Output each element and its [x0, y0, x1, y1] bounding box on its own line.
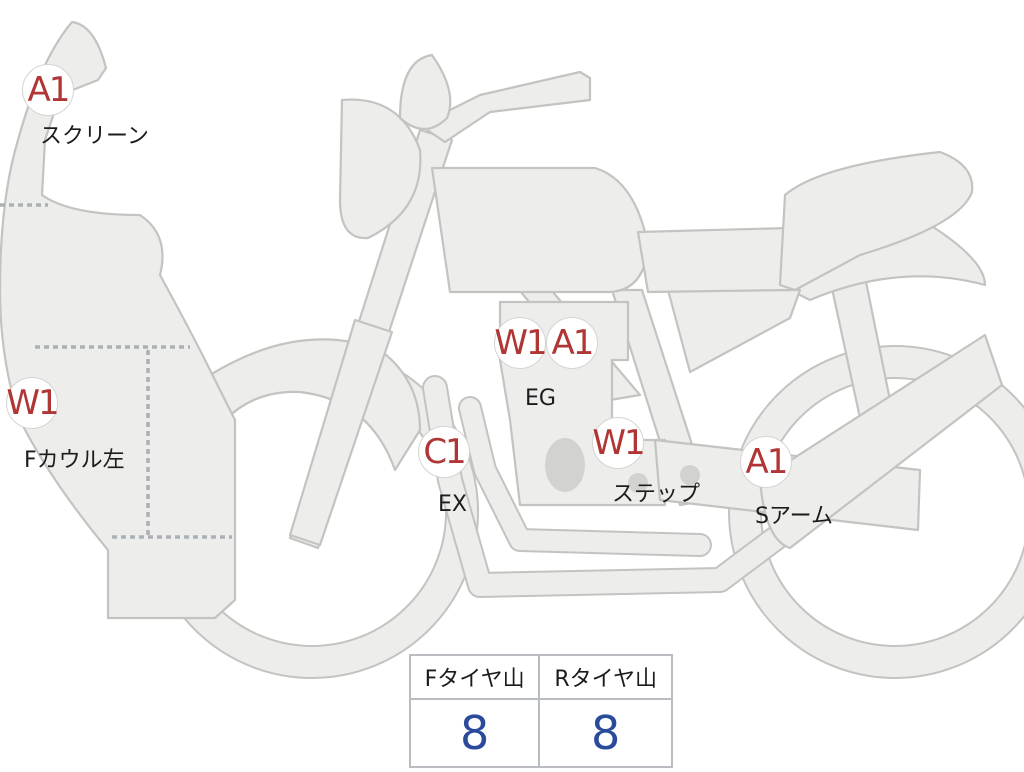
marker-swing-arm-label: Sアーム [755, 504, 833, 529]
engine-cover [545, 438, 585, 492]
marker-engine-w-grade[interactable]: W1 [494, 317, 548, 369]
front-tire-header: Fタイヤ山 [408, 654, 541, 700]
side-cover [666, 288, 802, 374]
marker-f-cowl-left-label: Fカウル左 [24, 448, 125, 473]
seat-rear [778, 150, 974, 292]
marker-engine-a-label: EG [525, 386, 556, 411]
mirror [398, 53, 452, 131]
step-peg-2 [680, 465, 700, 485]
fuel-tank [430, 166, 650, 294]
marker-screen-grade[interactable]: A1 [22, 64, 74, 116]
rear-tire-header: Rタイヤ山 [538, 654, 673, 700]
front-tire-value: 8 [408, 698, 541, 768]
marker-f-cowl-left-grade[interactable]: W1 [6, 377, 60, 429]
headlight [338, 98, 422, 240]
step-peg-1 [628, 473, 648, 493]
marker-step-grade[interactable]: W1 [592, 417, 646, 469]
handlebar [418, 70, 592, 144]
seat [636, 226, 792, 294]
front-cowl [0, 20, 237, 620]
rear-tire-value: 8 [538, 698, 673, 768]
marker-screen-label: スクリーン [40, 124, 149, 149]
marker-swing-arm-grade[interactable]: A1 [740, 436, 792, 488]
muffler [758, 333, 1004, 550]
tire-tread-table: Fタイヤ山 Rタイヤ山 8 8 [408, 654, 673, 768]
marker-step-label: ステップ [612, 482, 701, 507]
marker-exhaust-label: EX [438, 492, 467, 517]
marker-exhaust-grade[interactable]: C1 [418, 426, 470, 478]
marker-engine-a-grade[interactable]: A1 [546, 317, 598, 369]
fork-lower [288, 318, 394, 547]
